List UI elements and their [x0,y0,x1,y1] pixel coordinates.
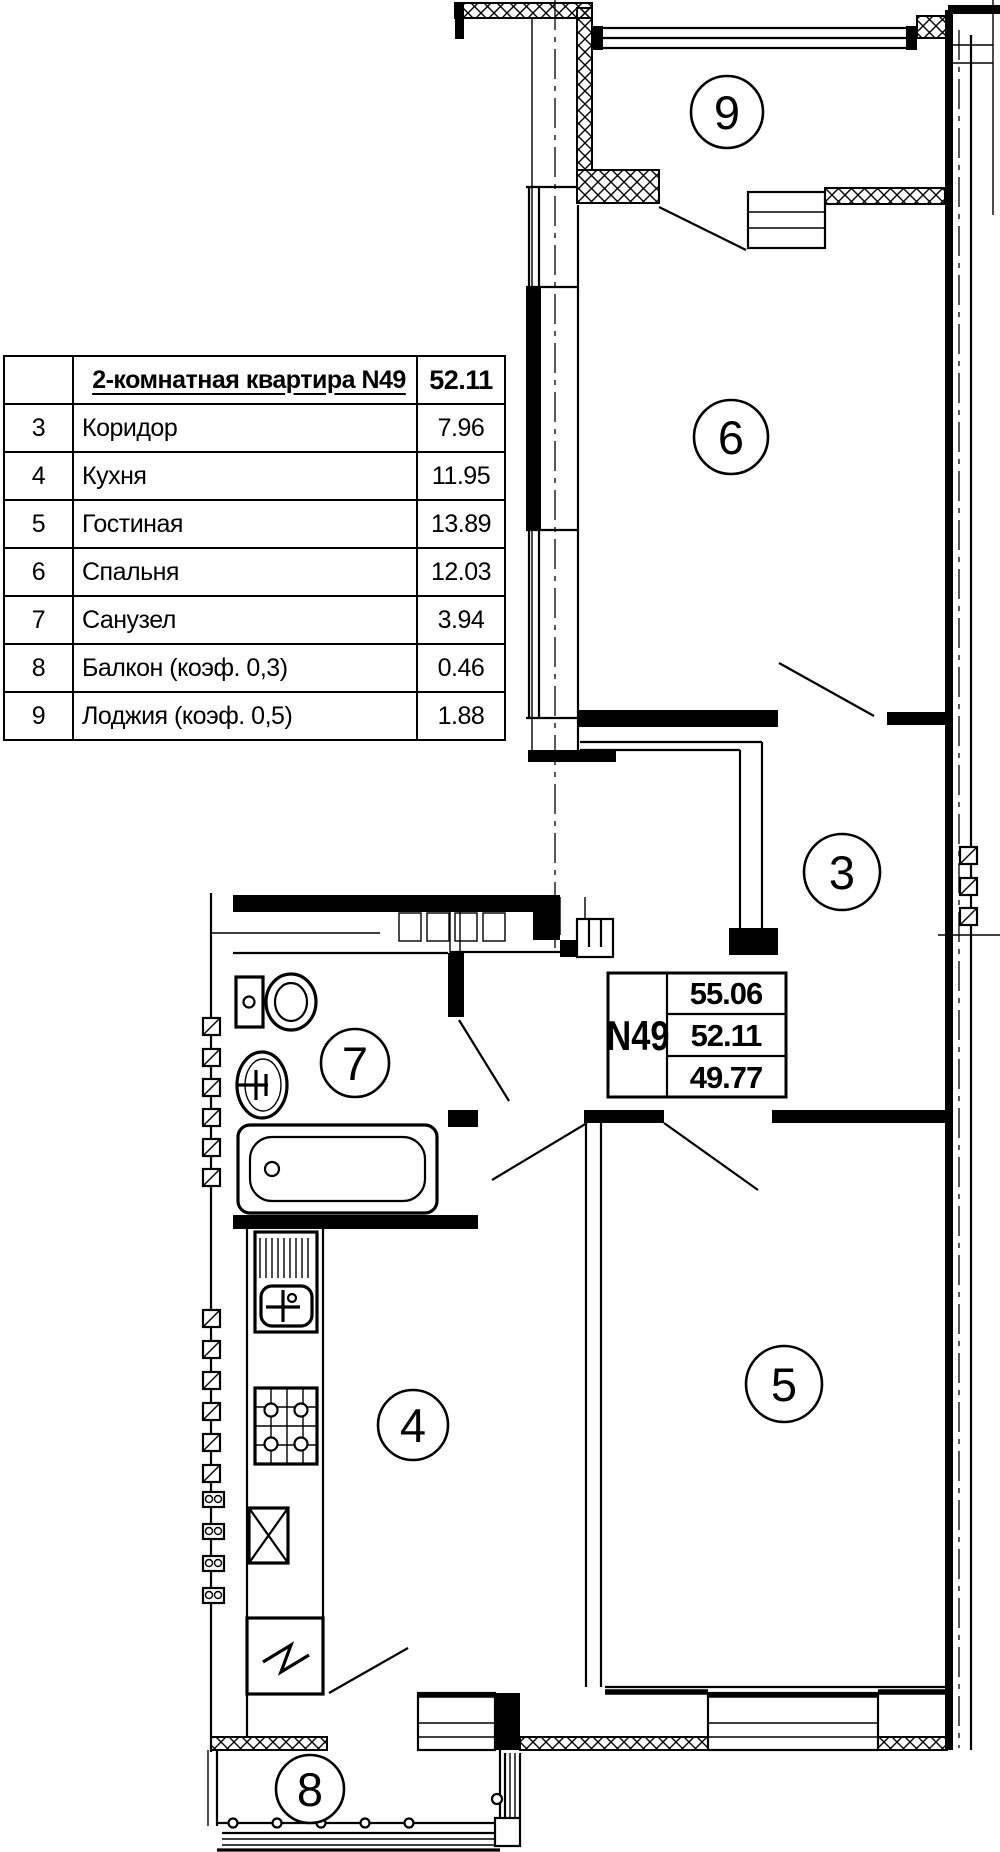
room-index: 9 [3,691,74,741]
area-living: 49.77 [690,1060,763,1095]
entry-cabinet [398,912,506,942]
room-label-3: 3 [802,832,882,912]
living-room-walls [491,1110,947,1695]
room-label-5: 5 [744,1344,824,1424]
room-name: Спальня [72,547,418,597]
room-area: 0.46 [416,643,506,693]
header-num-cell [3,355,74,405]
left-wall-vents [201,1016,226,1605]
vent-squares-bath [201,1016,222,1188]
sink [235,1050,289,1120]
apartment-info-block: N49 55.06 52.11 49.77 [606,971,788,1099]
room-number: 5 [771,1358,797,1411]
table-row: 7 Санузел 3.94 [3,595,506,645]
room-area: 13.89 [416,499,506,549]
bottom-wall [210,1691,948,1752]
room-label-9: 9 [689,74,765,150]
entry-area [233,895,615,959]
entry-door-block [575,917,615,959]
bathroom-walls [233,951,510,1229]
room-name: Гостиная [72,499,418,549]
kitchen-fixtures [245,1230,409,1696]
room-index: 3 [3,403,74,453]
table-row: 4 Кухня 11.95 [3,451,506,501]
table-row: 6 Спальня 12.03 [3,547,506,597]
door-swing-bathroom [458,1019,510,1102]
room-label-7: 7 [319,1027,391,1099]
room-label-4: 4 [376,1388,450,1462]
kitchen-window [416,1691,497,1752]
unit-number: N49 [606,1013,669,1060]
bathroom-fixtures [234,972,439,1215]
room-number: 3 [829,846,855,899]
table-header-row: 2-комнатная квартира N49 52.11 [3,355,506,405]
room-number: 6 [718,411,744,464]
room-label-6: 6 [692,398,770,476]
room-area: 11.95 [416,451,506,501]
table-title: 2-комнатная квартира N49 [72,355,418,405]
area-total: 55.06 [690,976,763,1011]
area-reduced: 52.11 [691,1018,763,1053]
vent-squares-kitchen [201,1308,222,1484]
room-index: 7 [3,595,74,645]
door-swing-kitchen [491,1122,588,1181]
exterior-walls [209,0,1000,1752]
room-labels: 9 6 3 7 4 5 8 [274,74,882,1825]
total-area-value: 52.11 [416,355,506,405]
room-number: 7 [342,1037,368,1090]
right-wall-vents [958,845,979,927]
bedroom-walls [578,190,945,955]
door-swing-balcony [328,1647,409,1694]
living-window [706,1691,880,1752]
room-area: 12.03 [416,547,506,597]
bathtub [236,1123,439,1215]
room-number: 4 [400,1399,426,1452]
table-row: 5 Гостиная 13.89 [3,499,506,549]
room-name: Санузел [72,595,418,645]
room-name: Кухня [72,451,418,501]
toilet [234,972,318,1032]
room-number: 9 [714,86,740,139]
socket-symbols [201,1490,226,1605]
area-table: 2-комнатная квартира N49 52.11 3 Коридор… [3,355,506,741]
room-name: Балкон (коэф. 0,3) [72,643,418,693]
room-name: Лоджия (коэф. 0,5) [72,691,418,741]
kitchen-sink-unit [253,1230,319,1334]
room-number: 8 [297,1763,323,1816]
door-swing-loggia [658,206,747,251]
table-row: 9 Лоджия (коэф. 0,5) 1.88 [3,691,506,741]
balcony [207,1750,522,1852]
room-area: 3.94 [416,595,506,645]
room-index: 8 [3,643,74,693]
balcony-side-window [493,1753,522,1848]
room-area: 1.88 [416,691,506,741]
table-row: 3 Коридор 7.96 [3,403,506,453]
room-index: 6 [3,547,74,597]
room-index: 5 [3,499,74,549]
door-swing-bedroom [778,662,875,717]
table-row: 8 Балкон (коэф. 0,3) 0.46 [3,643,506,693]
fridge [247,1506,290,1565]
electric-panel [245,1616,325,1696]
room-label-8: 8 [274,1753,346,1825]
room-index: 4 [3,451,74,501]
room-area: 7.96 [416,403,506,453]
stove [253,1386,319,1466]
door-swing-living [663,1122,759,1191]
room-name: Коридор [72,403,418,453]
